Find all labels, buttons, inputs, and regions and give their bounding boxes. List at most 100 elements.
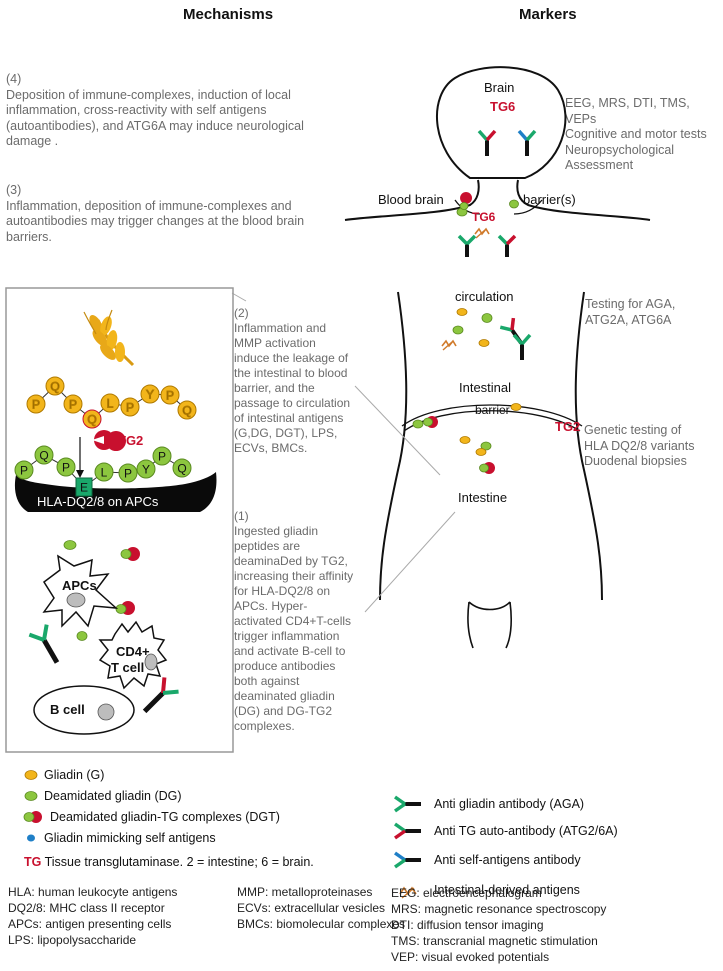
intestinal-label: Intestinal	[459, 380, 511, 395]
abbr-bmcs: BMCs: biomolecular complexes	[237, 917, 406, 931]
brain-atg-antibody	[477, 129, 497, 156]
brain-markers: EEG, MRS, DTI, TMS, VEPs Cognitive and m…	[565, 96, 707, 172]
abbr-mmp: MMP: metalloproteinases	[237, 885, 373, 899]
dgt-complex-icon	[23, 811, 42, 823]
abbr-dq: DQ2/8: MHC class II receptor	[8, 901, 165, 915]
intestinal-barrier-line	[401, 404, 583, 427]
peptide1-bead	[177, 400, 197, 420]
peptide2-bead	[118, 463, 138, 483]
peptide2-letter: P	[20, 464, 28, 478]
intestine-markers: Genetic testing of HLA DQ2/8 variants Du…	[584, 423, 695, 468]
circulation-markers: Testing for AGA, ATG2A, ATG6A	[585, 297, 676, 327]
abbr-hla: HLA: human leukocyte antigens	[8, 885, 178, 899]
legend-tg: TG Tissue transglutaminase. 2 = intestin…	[24, 855, 314, 869]
torso-left	[379, 291, 408, 601]
legend-dgt: Deamidated gliadin-TG complexes (DGT)	[50, 810, 280, 824]
peptide1-letter: P	[32, 398, 40, 412]
abbr-mrs: MRS: magnetic resonance spectroscopy	[391, 902, 607, 916]
mechanism-box	[5, 287, 234, 753]
gliadin-icon	[24, 770, 38, 780]
bbb-left-label: Blood brain	[378, 192, 444, 207]
legend-tg-abbr: TG	[24, 855, 42, 869]
bcell-label: B cell	[50, 702, 85, 717]
cd4-label-line1: CD4+	[116, 644, 150, 659]
peptide1-bead	[140, 384, 160, 404]
b-cell	[33, 685, 135, 735]
peptide1-letter: P	[166, 389, 174, 403]
step-2-number: (2)	[234, 306, 249, 320]
peptide1-letter: P	[126, 401, 134, 415]
peptide1-letter: Y	[146, 388, 154, 402]
peptide1-letter: P	[69, 398, 77, 412]
legend-atg: Anti TG auto-antibody (ATG2/6A)	[434, 824, 618, 838]
abbr-col2: MMP: metalloproteinases ECVs: extracellu…	[237, 884, 405, 932]
abbr-lps: LPS: lipopolysaccharide	[8, 933, 137, 947]
peptide1-letter: Q	[87, 413, 96, 427]
abbr-ecvs: ECVs: extracellular vesicles	[237, 901, 386, 915]
peptide2-bead	[14, 460, 34, 480]
hla-platform	[14, 472, 217, 512]
abbr-vep: VEP: visual evoked potentials	[391, 950, 550, 964]
legend-deamidated: Deamidated gliadin (DG)	[44, 789, 182, 803]
apc-cell	[42, 554, 119, 628]
step-3-number: (3)	[6, 183, 22, 197]
abbr-apcs: APCs: antigen presenting cells	[8, 917, 172, 931]
peptide2-bead	[152, 446, 172, 466]
intestine-label: Intestine	[458, 490, 507, 505]
peptide2-letter: P	[124, 467, 132, 481]
peptide1-letter: L	[107, 397, 114, 411]
abbr-eeg: EEG: electroencephalogram	[391, 886, 542, 900]
step-4: (4) Deposition of immune-complexes, indu…	[6, 72, 338, 150]
torso-right	[574, 291, 603, 601]
bbb-right-label: barrier(s)	[523, 192, 576, 207]
legend-tg-text: Tissue transglutaminase. 2 = intestine; …	[44, 855, 314, 869]
step-1: (1) Ingested gliadin peptides are deamin…	[234, 509, 354, 734]
tg2-barrier-label: TG2	[555, 419, 580, 434]
peptide1-bead	[82, 409, 102, 429]
abbr-col1: HLA: human leukocyte antigens DQ2/8: MHC…	[8, 884, 177, 948]
peptide1-bead	[63, 394, 83, 414]
abbr-col3: EEG: electroencephalogram MRS: magnetic …	[391, 885, 606, 965]
brain-label: Brain	[484, 80, 514, 95]
step-1-text: Ingested gliadin peptides are deaminaDed…	[234, 524, 354, 733]
tg2-box-label: TG2	[118, 433, 143, 448]
circulation-label: circulation	[455, 289, 514, 304]
step-2: (2) Inflammation and MMP activation indu…	[234, 306, 352, 456]
peptide1-bead	[26, 394, 46, 414]
cd4-t-cell	[98, 620, 168, 690]
peptide1-bead	[120, 397, 140, 417]
peptide2-bead	[136, 459, 156, 479]
legend-antigen: Intestinal-derived antigens	[434, 883, 580, 897]
cd4-label-line2: T cell	[111, 660, 144, 675]
markers-header: Markers	[519, 6, 577, 23]
step-3: (3) Inflammation, deposition of immune-c…	[6, 183, 338, 245]
brain-tg6-label: TG6	[490, 99, 515, 114]
bbb-tg6-label: TG6	[472, 210, 496, 224]
peptide1-letter: Q	[182, 404, 191, 418]
step-4-text: Deposition of immune-complexes, inductio…	[6, 87, 304, 149]
neck-shoulders-right	[516, 179, 651, 221]
peptide1-bead	[45, 376, 65, 396]
step-1-number: (1)	[234, 509, 249, 523]
legend-aga: Anti gliadin antibody (AGA)	[434, 797, 585, 811]
peptide2-letter: P	[62, 461, 70, 475]
wheat-icon	[83, 309, 135, 367]
peptide1-letter: Q	[50, 380, 59, 394]
apc-label: APCs	[62, 578, 97, 593]
peptide2-letter: P	[158, 450, 166, 464]
peptide2-letter: L	[101, 466, 108, 480]
peptide2-letter: Q	[39, 449, 48, 463]
peptide1-bead	[160, 385, 180, 405]
head-outline	[436, 66, 567, 179]
peptide2-letter: Q	[177, 462, 186, 476]
peptide2-bead	[56, 457, 76, 477]
legend-gliadin: Gliadin (G)	[44, 768, 105, 782]
atg-antibody-icon	[393, 822, 421, 840]
peptide2-bead	[94, 462, 114, 482]
deamidated-gliadin-icon	[24, 791, 38, 801]
brain-self-antibody	[517, 129, 537, 156]
intestinal-antigen-icon	[399, 886, 417, 899]
